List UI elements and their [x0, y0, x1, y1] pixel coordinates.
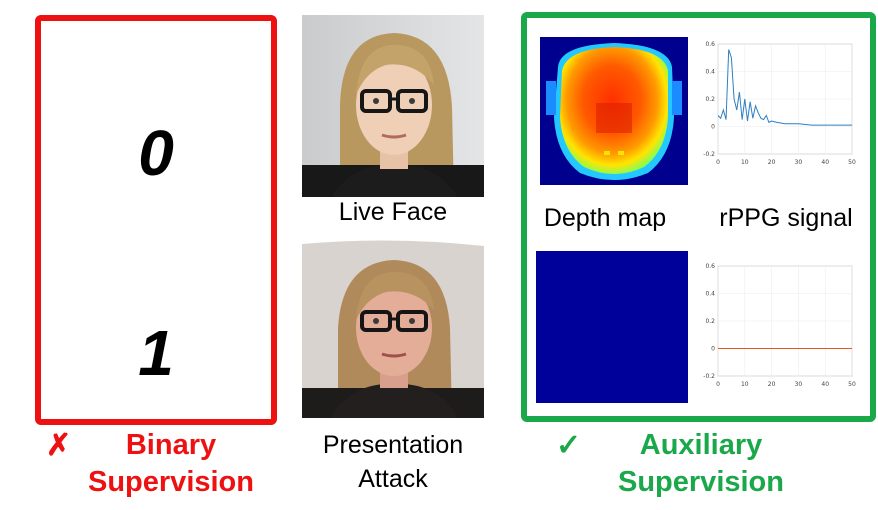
- y-tick-label: 0: [711, 124, 715, 131]
- x-tick-label: 0: [716, 159, 720, 166]
- x-tick-label: 30: [795, 159, 803, 166]
- auxiliary-title-line2: Supervision: [618, 466, 784, 498]
- x-tick-label: 30: [795, 381, 803, 388]
- binary-title-line2: Supervision: [88, 466, 254, 498]
- y-tick-label: 0: [711, 346, 715, 353]
- x-tick-label: 20: [768, 159, 776, 166]
- y-tick-label: -0.2: [703, 151, 715, 158]
- auxiliary-supervision-box: [521, 12, 876, 422]
- auxiliary-supervision-title: Auxiliary Supervision: [596, 427, 806, 501]
- x-tick-label: 50: [848, 159, 856, 166]
- rppg-caption: rPPG signal: [719, 204, 853, 232]
- attack-caption-line1: Presentation: [322, 431, 464, 459]
- x-tick-label: 40: [821, 381, 829, 388]
- binary-supervision-title: Binary Supervision: [66, 427, 276, 501]
- binary-supervision-box: 0 1: [35, 15, 277, 425]
- depth-map-live: [540, 37, 688, 185]
- live-face-photo: [302, 15, 484, 197]
- y-tick-label: 0.6: [705, 263, 715, 270]
- x-tick-label: 50: [848, 381, 856, 388]
- x-tick-label: 10: [741, 381, 749, 388]
- label-one: 1: [138, 317, 174, 389]
- series-line: [717, 49, 852, 126]
- y-tick-label: 0.2: [705, 318, 715, 325]
- depth-map-attack: [536, 251, 688, 403]
- y-tick-label: -0.2: [703, 373, 715, 380]
- depth-map-caption: Depth map: [543, 204, 667, 232]
- live-face-caption: Live Face: [338, 198, 448, 226]
- label-zero: 0: [138, 117, 174, 189]
- x-tick-label: 20: [768, 381, 776, 388]
- check-mark-icon: ✓: [556, 429, 582, 462]
- binary-title-line1: Binary: [125, 429, 217, 461]
- y-tick-label: 0.4: [705, 291, 715, 298]
- attack-face-photo: [302, 236, 484, 418]
- cross-mark-icon: ✗: [46, 429, 72, 462]
- attack-caption-line2: Attack: [358, 465, 428, 493]
- x-tick-label: 10: [741, 159, 749, 166]
- attack-caption: Presentation Attack: [296, 428, 490, 496]
- auxiliary-title-line1: Auxiliary: [639, 429, 763, 461]
- x-tick-label: 0: [716, 381, 720, 388]
- y-tick-label: 0.2: [705, 96, 715, 103]
- x-tick-label: 40: [821, 159, 829, 166]
- y-tick-label: 0.6: [705, 41, 715, 48]
- y-tick-label: 0.4: [705, 69, 715, 76]
